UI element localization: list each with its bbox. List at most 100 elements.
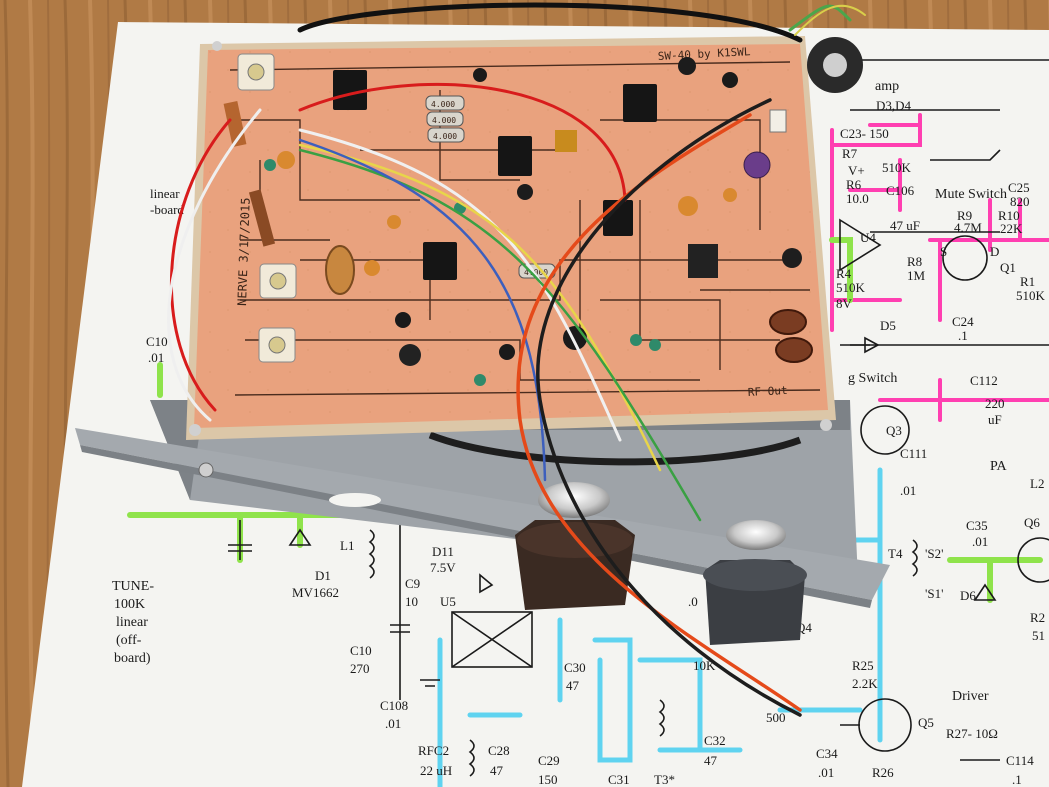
label-c28: C28 [488, 743, 510, 758]
label-r6-value: 10.0 [846, 191, 869, 206]
components [189, 41, 832, 436]
label-r10: R10 [998, 208, 1020, 223]
coax-cable [428, 431, 802, 466]
label-c25-value: 820 [1010, 194, 1030, 209]
crystal [426, 111, 464, 127]
ceramic-capacitor [630, 334, 642, 346]
label-linear: linear [150, 186, 180, 201]
label-r7: R7 [842, 146, 858, 161]
transistor [473, 68, 487, 82]
label-c106: C106 [886, 183, 915, 198]
label-c25: C25 [1008, 180, 1030, 195]
label-r25-value: 2.2K [852, 676, 878, 691]
wire-black [536, 98, 802, 717]
label-t3: T3* [654, 772, 675, 787]
connector-header [769, 109, 787, 133]
label-driver: Driver [952, 689, 989, 704]
label-c32-value: 47 [704, 753, 718, 768]
label-r6: R6 [846, 177, 862, 192]
ceramic-capacitor [364, 260, 380, 276]
label-tune: TUNE- [112, 579, 154, 594]
label-c111: C111 [900, 446, 927, 461]
label-c108: C108 [380, 698, 408, 713]
label-r8-value: 1M [907, 268, 926, 283]
voltage-regulator [688, 244, 718, 278]
crystal [427, 127, 465, 143]
transformer-slug [269, 272, 287, 290]
ic-chip [623, 84, 657, 122]
wiring [167, 2, 866, 717]
label-c30: C30 [564, 660, 586, 675]
label-pa: PA [990, 459, 1008, 474]
crystal-label: 4.000 [431, 100, 455, 109]
label-vplus: V+ [848, 163, 865, 178]
label-c28-value: 47 [490, 763, 504, 778]
label-c7: .0 [688, 594, 698, 609]
label-r10-value: 22K [1000, 221, 1023, 236]
crystal-label: 4.000 [433, 132, 457, 141]
label-c111-value: .01 [900, 483, 916, 498]
label-d1-part: MV1662 [292, 585, 339, 600]
electrolytic-capacitor [678, 57, 696, 75]
electrolytic-capacitor [743, 151, 771, 179]
label-r8: R8 [907, 254, 922, 269]
label-rfc2: RFC2 [418, 743, 449, 758]
toroid [325, 245, 355, 295]
ic-chip [423, 242, 457, 280]
wire-red [298, 82, 627, 202]
toroid [775, 337, 813, 363]
label-c24-value: .1 [958, 328, 968, 343]
label-rfc2-value: 22 uH [420, 763, 452, 778]
label-c10-left-value: .01 [148, 350, 164, 365]
mounting-standoff [189, 424, 201, 436]
label-r2-value: 51 [1032, 628, 1045, 643]
label-d1: D1 [315, 568, 331, 583]
transistor [722, 72, 738, 88]
ceramic-capacitor [264, 159, 276, 171]
label-q5: Q5 [918, 715, 934, 730]
ceramic-capacitor [474, 374, 486, 386]
label-tune-linear: linear [116, 615, 148, 630]
label-r2: R2 [1030, 610, 1045, 625]
label-c29: C29 [538, 753, 560, 768]
wire-white [167, 108, 262, 422]
label-c108-value: .01 [385, 716, 401, 731]
label-r7-value: 510K [882, 160, 912, 175]
label-q3: Q3 [886, 423, 902, 438]
if-transformers [237, 53, 297, 363]
trimmer-pot [399, 344, 421, 366]
wire-yellow [794, 4, 866, 36]
label-c29-value: 150 [538, 772, 558, 787]
label-c32: C32 [704, 733, 726, 748]
label-l2: L2 [1030, 476, 1044, 491]
tantalum-capacitor [555, 130, 577, 152]
label-r1: R1 [1020, 274, 1035, 289]
label-amp: amp [875, 79, 899, 94]
label-d3d4: D3,D4 [876, 98, 912, 113]
label-r26: R26 [872, 765, 894, 780]
label-c35-value: .01 [972, 534, 988, 549]
label-c23: C23- 150 [840, 126, 889, 141]
ceramic-capacitor [277, 151, 295, 169]
ceramic-capacitor [387, 215, 401, 229]
volume-knob[interactable] [703, 520, 807, 645]
knob-face [703, 559, 807, 591]
label-d11-value: 7.5V [430, 560, 456, 575]
toroid [769, 309, 807, 335]
label-mute-switch: Mute Switch [935, 187, 1007, 202]
label-r9-value: 4.7M [954, 220, 982, 235]
pcb-rf-out: RF Out [747, 384, 787, 399]
panel-led-connector [807, 37, 863, 93]
label-r1-value: 510K [1016, 288, 1046, 303]
ceramic-capacitor [678, 196, 698, 216]
schematic-labels: amp D3,D4 C23- 150 R7 510K V+ R6 10.0 C1… [112, 79, 1046, 787]
pcb-grain [194, 44, 828, 428]
label-pot-500: 500 [766, 710, 786, 725]
label-r25: R25 [852, 658, 874, 673]
front-panel-bracket [75, 428, 890, 600]
label-c112-value: 220 [985, 396, 1005, 411]
transformer-slug [268, 336, 286, 354]
front-panel-bracket-edge [80, 445, 872, 608]
label-s1: 'S1' [925, 586, 943, 601]
